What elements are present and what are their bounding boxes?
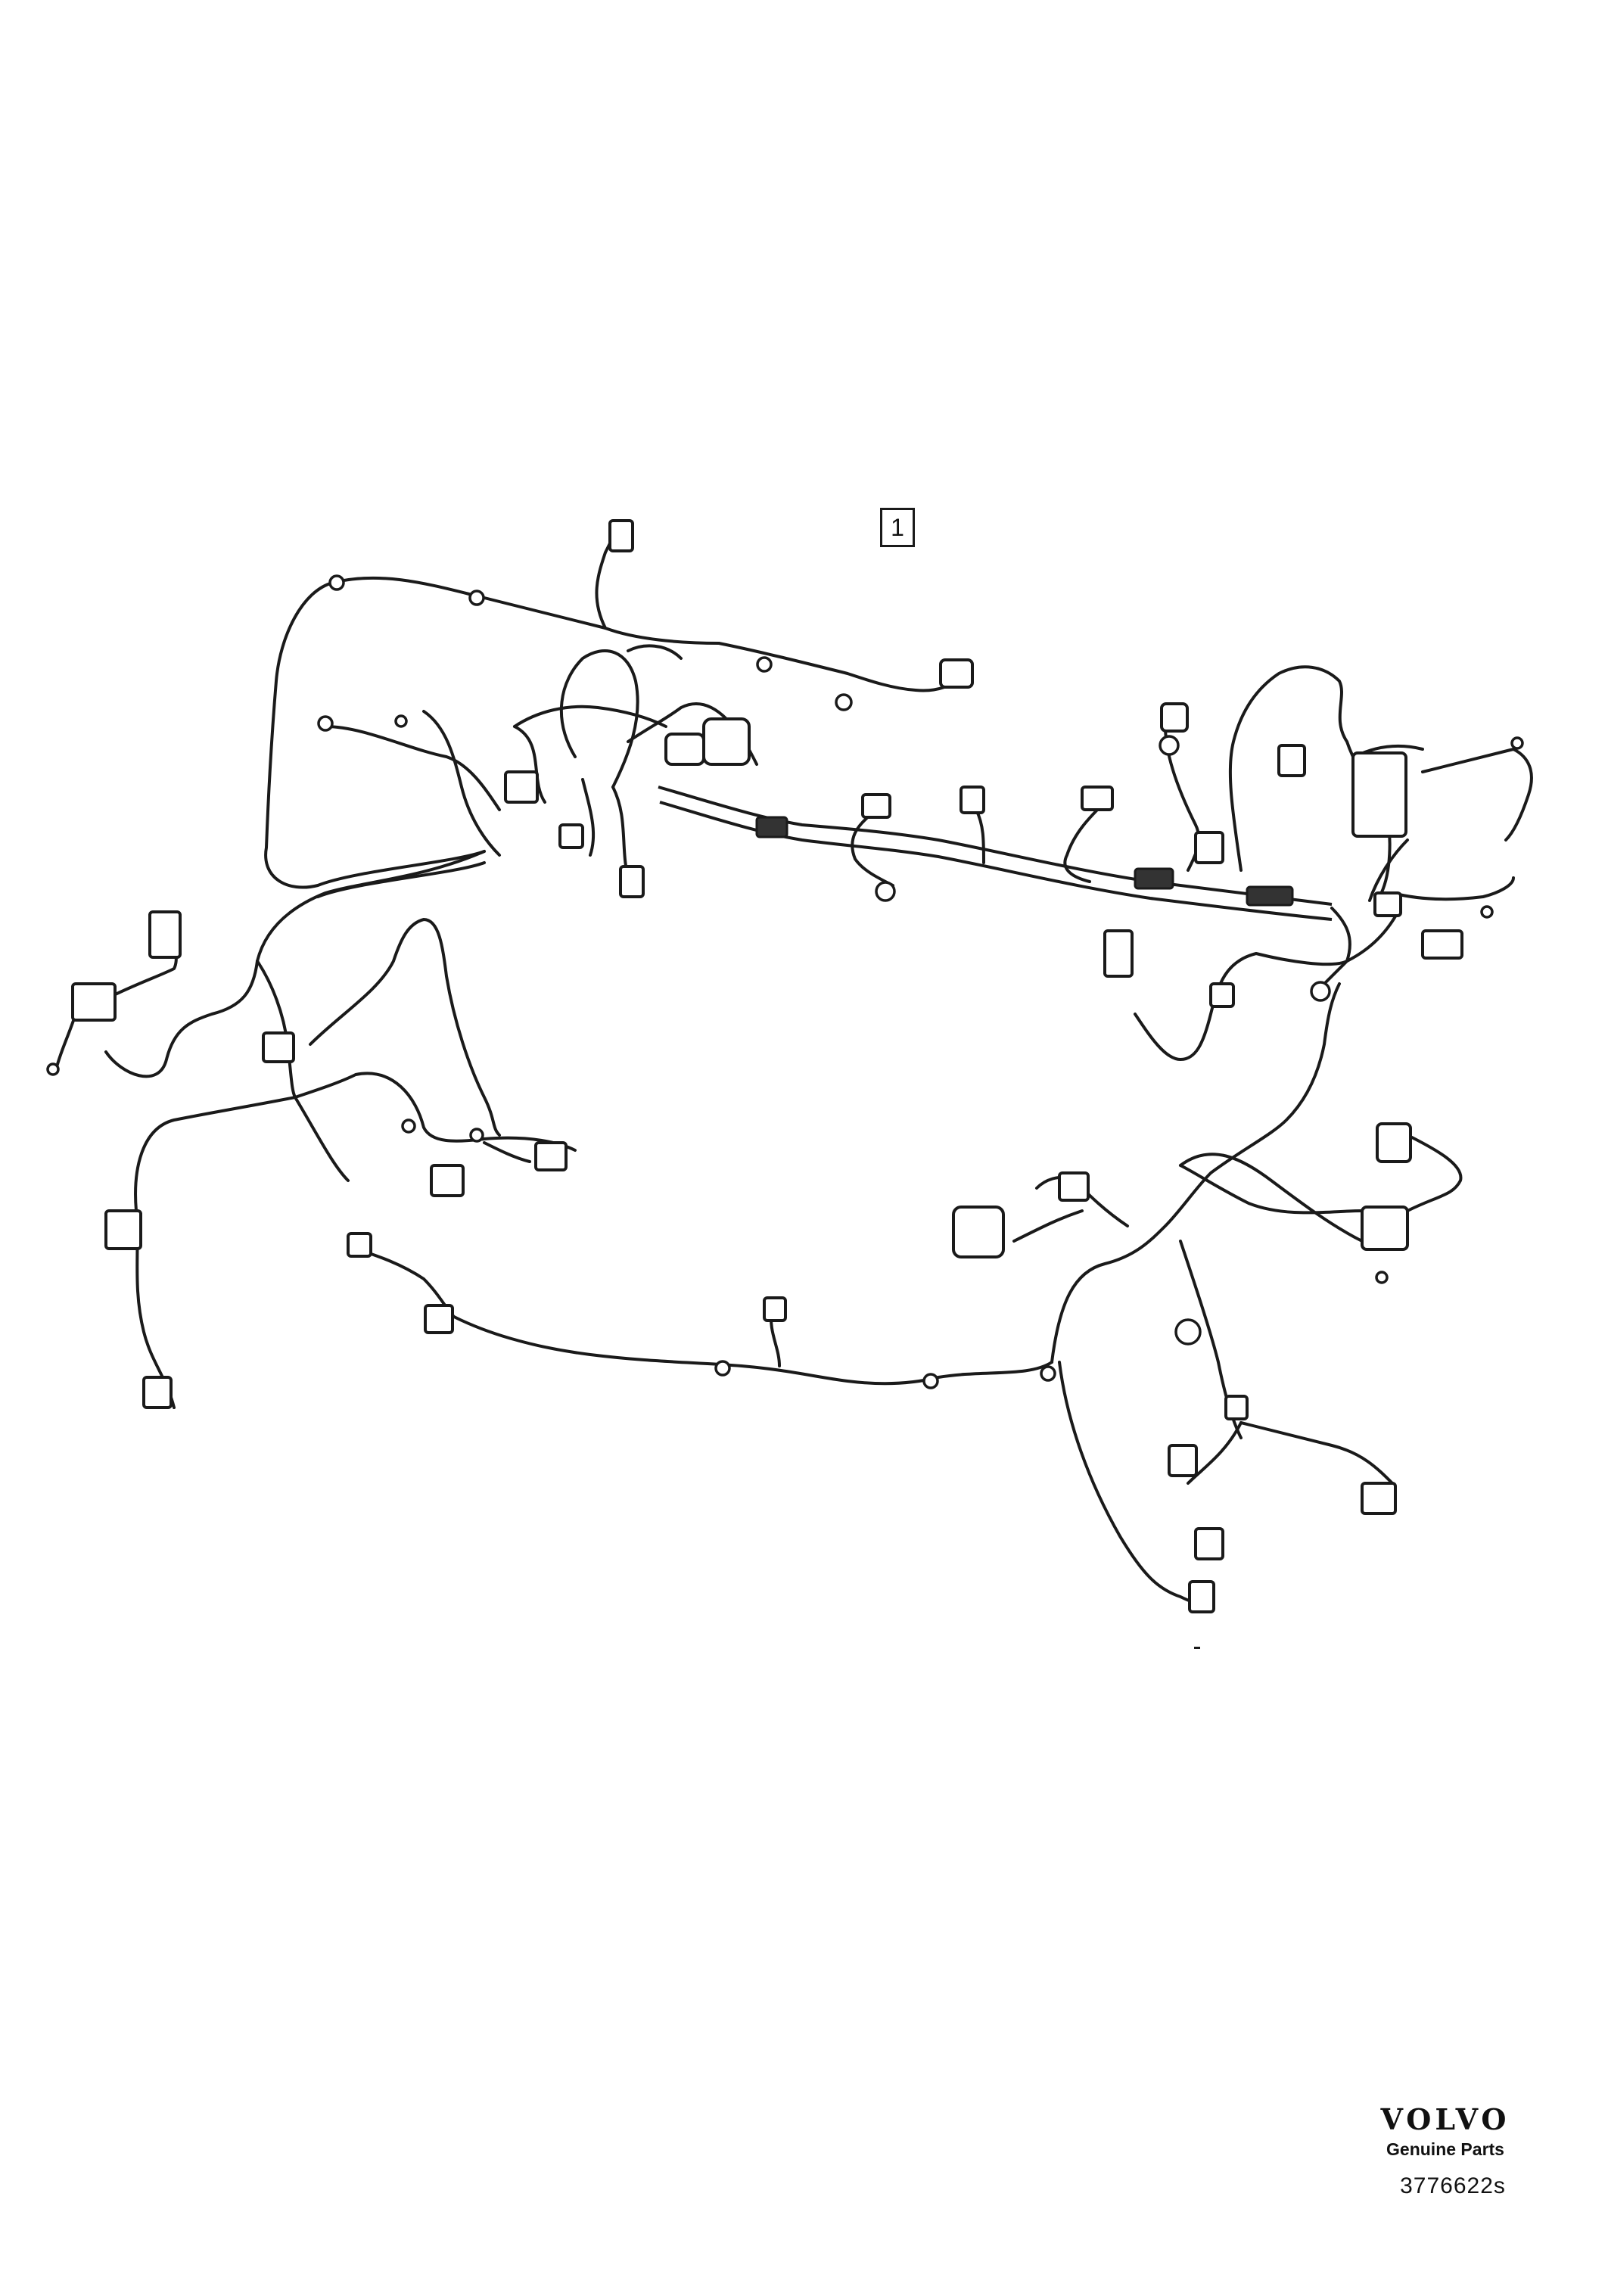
cable-clip-icon bbox=[1174, 1318, 1202, 1346]
connector-icon bbox=[1277, 744, 1306, 777]
cable-clip-icon bbox=[468, 590, 485, 606]
connector-icon bbox=[1421, 929, 1463, 960]
ground-terminal-icon bbox=[394, 714, 408, 728]
connector-icon bbox=[262, 1031, 295, 1063]
ground-terminal-icon bbox=[1480, 905, 1494, 919]
cable-clip-icon bbox=[875, 881, 896, 902]
cable-clip-icon bbox=[1040, 1365, 1056, 1382]
ground-terminal-icon bbox=[1375, 1271, 1389, 1284]
connector-icon bbox=[861, 793, 891, 819]
connector-icon bbox=[763, 1296, 787, 1322]
cable-clip-icon bbox=[835, 693, 853, 711]
connector-icon bbox=[702, 717, 751, 766]
connector-icon bbox=[1058, 1171, 1090, 1202]
diagram-id: 3776622s bbox=[1400, 2173, 1506, 2198]
connector-icon bbox=[1081, 786, 1114, 811]
connector-icon bbox=[755, 816, 788, 838]
connector-icon bbox=[1361, 1206, 1409, 1251]
connector-icon bbox=[1351, 751, 1407, 838]
connector-icon bbox=[1373, 891, 1402, 917]
connector-icon bbox=[619, 865, 645, 898]
cable-clip-icon bbox=[328, 574, 345, 591]
connector-icon bbox=[1103, 929, 1134, 978]
connector-icon bbox=[558, 823, 584, 849]
connectors bbox=[71, 519, 1463, 1613]
connector-icon bbox=[504, 770, 539, 804]
connector-icon bbox=[664, 733, 705, 766]
connector-icon bbox=[1194, 831, 1224, 864]
clips bbox=[46, 574, 1524, 1389]
callout-number: 1 bbox=[880, 508, 915, 547]
drawing-mark bbox=[1194, 1647, 1200, 1649]
connector-icon bbox=[1361, 1482, 1397, 1515]
brand-subtitle: Genuine Parts bbox=[1386, 2139, 1504, 2159]
cable-clip-icon bbox=[756, 656, 773, 673]
cable-clip-icon bbox=[714, 1360, 731, 1377]
connector-icon bbox=[1246, 885, 1294, 907]
connector-icon bbox=[347, 1232, 372, 1258]
cable-clip-icon bbox=[317, 715, 334, 732]
connector-icon bbox=[534, 1141, 568, 1171]
connector-icon bbox=[608, 519, 634, 552]
main-trunk bbox=[658, 786, 1333, 921]
volvo-logo: VOLVO Genuine Parts bbox=[1339, 2102, 1551, 2160]
brand-name: VOLVO bbox=[1380, 2102, 1510, 2136]
harness-wires bbox=[55, 521, 1533, 1613]
connector-icon bbox=[939, 658, 974, 689]
connector-icon bbox=[960, 786, 985, 814]
connector-icon bbox=[71, 982, 117, 1022]
connector-icon bbox=[1224, 1395, 1249, 1420]
connector-icon bbox=[104, 1209, 142, 1250]
cable-clip-icon bbox=[1159, 735, 1180, 756]
connector-icon bbox=[142, 1376, 173, 1409]
cable-clip-icon bbox=[401, 1118, 416, 1134]
connector-icon bbox=[1168, 1444, 1198, 1477]
ground-terminal-icon bbox=[1510, 736, 1524, 750]
ground-terminal-icon bbox=[46, 1062, 60, 1076]
connector-icon bbox=[952, 1206, 1005, 1258]
connector-icon bbox=[1194, 1527, 1224, 1560]
connector-icon bbox=[1188, 1580, 1215, 1613]
connector-icon bbox=[430, 1164, 465, 1197]
connector-icon bbox=[1376, 1122, 1412, 1163]
connector-icon bbox=[148, 910, 182, 959]
cable-clip-icon bbox=[1310, 981, 1331, 1002]
connector-icon bbox=[1160, 702, 1189, 733]
connector-icon bbox=[1209, 982, 1235, 1008]
connector-icon bbox=[424, 1304, 454, 1334]
connector-icon bbox=[1134, 867, 1174, 890]
cable-clip-icon bbox=[922, 1373, 939, 1389]
cable-clip-icon bbox=[469, 1128, 484, 1143]
